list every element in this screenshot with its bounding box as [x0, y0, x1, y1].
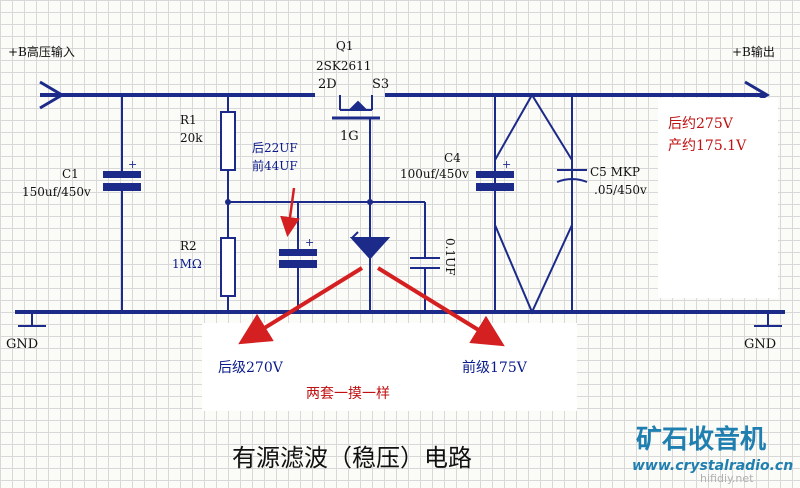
- front-stage-label: 前级175V: [462, 359, 528, 376]
- cap-note-rear: 后22UF: [252, 141, 298, 155]
- svg-text:+: +: [305, 236, 314, 249]
- pin-d-label: 2D: [318, 77, 337, 92]
- watermark-cn: 矿石收音机: [636, 424, 766, 455]
- input-label: +B高压输入: [8, 44, 75, 59]
- gnd-left-label: GND: [6, 337, 38, 352]
- output-note-1: 后约275V: [668, 116, 734, 132]
- c4-value: 100uf/450v: [400, 167, 469, 181]
- q1-part-label: 2SK2611: [316, 59, 371, 73]
- c5-value: .05/450v: [594, 183, 647, 197]
- c1-capacitor: +: [103, 95, 141, 312]
- c5-label: C5 MKP: [590, 165, 640, 179]
- q1-mosfet: [332, 95, 380, 125]
- r1-label: R1: [180, 113, 197, 127]
- diagram-title: 有源滤波（稳压）电路: [232, 444, 472, 472]
- r2-value: 1MΩ: [172, 257, 202, 271]
- rear-stage-label: 后级270V: [218, 360, 284, 376]
- ground-left: [18, 312, 46, 327]
- cap-note-front: 前44UF: [252, 158, 298, 173]
- small-capacitor: [410, 202, 440, 312]
- zener-diode: [349, 120, 391, 312]
- small-cap-label: 0.1UF: [443, 238, 457, 276]
- r2-label: R2: [180, 239, 197, 253]
- arrow-to-mid-cap: [280, 187, 300, 237]
- r1-value: 20k: [180, 131, 203, 145]
- bypass-loop: [494, 93, 573, 315]
- c1-label: C1: [62, 167, 79, 181]
- pin-g-label: 1G: [340, 129, 359, 144]
- watermark-url: www.crystalradio.cn: [632, 458, 793, 474]
- r2-resistor: [220, 237, 236, 312]
- svg-text:+: +: [502, 158, 511, 171]
- same-label: 两套一摸一样: [306, 386, 390, 402]
- gnd-right-label: GND: [744, 337, 776, 352]
- c4-label: C4: [444, 151, 461, 165]
- arrow-rear-stage: [238, 266, 364, 345]
- pin-s-label: S3: [372, 77, 389, 92]
- ground-right: [754, 312, 782, 327]
- mid-capacitor: +: [279, 202, 317, 312]
- output-note-box: [658, 98, 778, 298]
- arrow-front-stage: [376, 266, 505, 347]
- output-note-2: 产约175.1V: [668, 138, 747, 154]
- q1-label: Q1: [336, 39, 353, 53]
- output-label: +B输出: [732, 44, 775, 59]
- r1-resistor: [220, 95, 236, 238]
- input-arrow: [39, 80, 65, 110]
- c1-value: 150uf/450v: [22, 185, 91, 199]
- watermark-small: hifidiy.net: [700, 472, 754, 485]
- svg-text:+: +: [128, 158, 137, 171]
